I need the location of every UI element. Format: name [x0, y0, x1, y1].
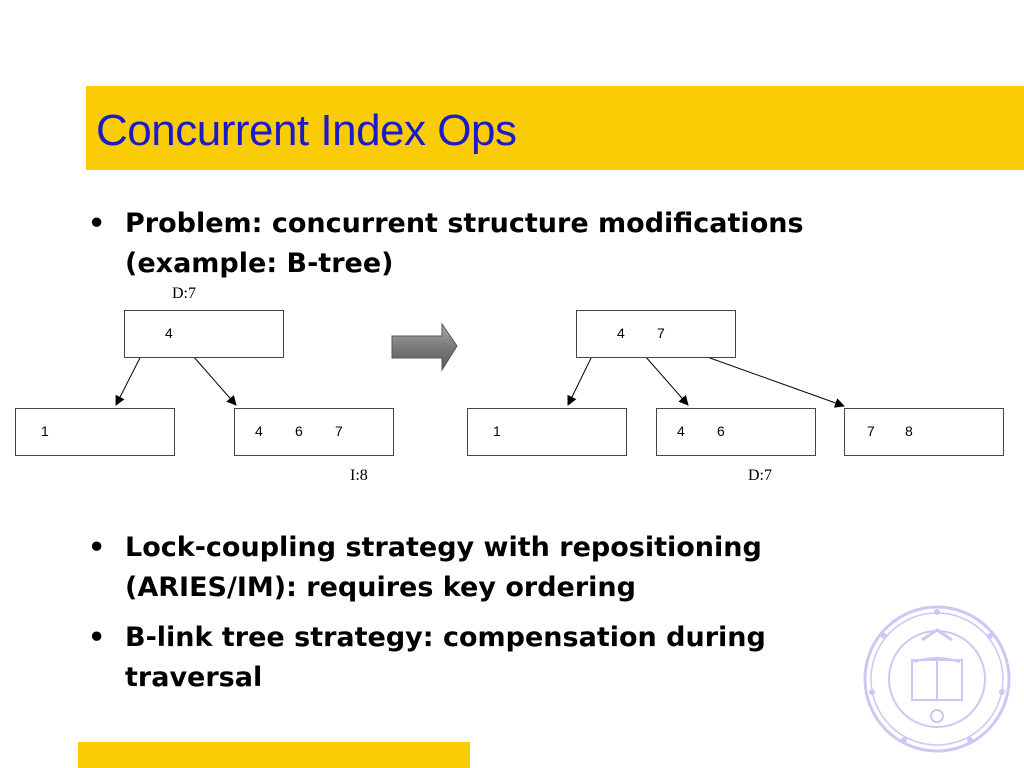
- before-root-node: 4: [124, 310, 284, 358]
- insert-op-label: I:8: [350, 467, 368, 484]
- node-key: 7: [657, 325, 665, 341]
- right-arrow-icon: [391, 322, 458, 372]
- node-key: 6: [295, 423, 303, 439]
- node-key: 8: [905, 423, 913, 439]
- university-seal-icon: [863, 605, 1011, 753]
- bullet-text: Problem: concurrent structure modificati…: [125, 208, 804, 279]
- node-key: 4: [255, 423, 263, 439]
- bullet-text: Lock-coupling strategy with repositionin…: [125, 532, 762, 603]
- footer-bar: [78, 742, 470, 768]
- node-key: 1: [41, 423, 49, 439]
- bullet-problem: • Problem: concurrent structure modifica…: [88, 204, 888, 284]
- after-leaf-3: 7 8: [844, 408, 1004, 456]
- after-leaf-1: 1: [467, 408, 627, 456]
- bullet-symbol: •: [88, 208, 106, 239]
- node-key: 4: [165, 325, 173, 341]
- bullet-b-link: • B-link tree strategy: compensation dur…: [88, 618, 868, 698]
- node-key: 7: [867, 423, 875, 439]
- node-key: 4: [617, 325, 625, 341]
- node-key: 1: [493, 423, 501, 439]
- before-right-leaf: 4 6 7: [234, 408, 394, 456]
- before-left-leaf: 1: [15, 408, 175, 456]
- bullet-symbol: •: [88, 532, 106, 563]
- node-key: 6: [717, 423, 725, 439]
- title-bar: Concurrent Index Ops: [86, 86, 1024, 170]
- bullet-symbol: •: [88, 622, 106, 653]
- slide-title: Concurrent Index Ops: [96, 106, 517, 155]
- bullet-text: B-link tree strategy: compensation durin…: [125, 622, 766, 693]
- after-root-node: 4 7: [576, 310, 736, 358]
- after-op-label: D:7: [748, 467, 772, 484]
- before-op-label: D:7: [172, 285, 196, 302]
- node-key: 4: [677, 423, 685, 439]
- node-key: 7: [335, 423, 343, 439]
- bullet-lock-coupling: • Lock-coupling strategy with reposition…: [88, 528, 888, 608]
- after-leaf-2: 4 6: [656, 408, 816, 456]
